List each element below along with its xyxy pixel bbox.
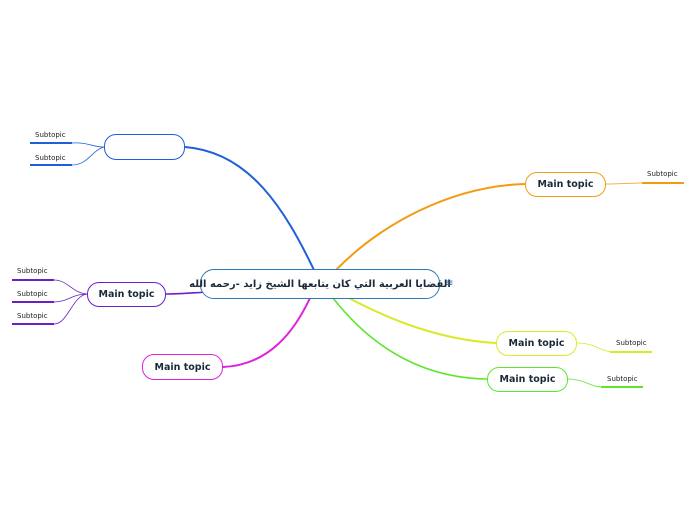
subtopic-label[interactable]: Subtopic xyxy=(616,339,647,347)
branch-green xyxy=(332,297,488,380)
main-topic-purple[interactable]: Main topic xyxy=(87,282,166,307)
menu-icon[interactable]: ≡ xyxy=(445,278,454,289)
connector-purple-sub-1 xyxy=(53,279,88,295)
main-topic-label: Main topic xyxy=(508,338,565,349)
main-topic-yellow[interactable]: Main topic xyxy=(496,331,577,356)
main-topic-green[interactable]: Main topic xyxy=(487,367,568,392)
connector-blue-sub-1 xyxy=(71,142,105,148)
subtopic-label[interactable]: Subtopic xyxy=(35,131,66,139)
connector-blue-sub-2 xyxy=(71,146,105,166)
branch-blue xyxy=(184,146,315,271)
subtopic-label[interactable]: Subtopic xyxy=(35,154,66,162)
main-topic-label: Main topic xyxy=(499,374,556,385)
subtopic-label[interactable]: Subtopic xyxy=(607,375,638,383)
main-topic-label: Main topic xyxy=(154,361,211,373)
central-topic[interactable]: القضايا العربية التي كان يتابعها الشيخ ز… xyxy=(189,269,451,299)
main-topic-blue[interactable] xyxy=(104,134,185,160)
main-topic-magenta[interactable]: Main topic xyxy=(142,354,223,380)
branch-yellow xyxy=(344,295,497,344)
connector-yellow-sub-1 xyxy=(576,342,613,353)
central-topic-label: القضايا العربية التي كان يتابعها الشيخ ز… xyxy=(189,278,451,290)
branch-magenta xyxy=(222,297,311,368)
connector-purple-sub-3 xyxy=(53,293,88,325)
main-topic-label: Main topic xyxy=(537,179,594,190)
subtopic-label[interactable]: Subtopic xyxy=(17,290,48,298)
subtopic-label[interactable]: Subtopic xyxy=(17,267,48,275)
connector-green-sub-1 xyxy=(567,378,603,388)
branch-orange xyxy=(335,183,526,271)
subtopic-label[interactable]: Subtopic xyxy=(17,312,48,320)
connector-purple-sub-2 xyxy=(53,293,88,303)
subtopic-label[interactable]: Subtopic xyxy=(647,170,678,178)
main-topic-label: Main topic xyxy=(98,289,155,300)
main-topic-orange[interactable]: Main topic xyxy=(525,172,606,197)
connector-orange-sub-1 xyxy=(605,182,643,185)
